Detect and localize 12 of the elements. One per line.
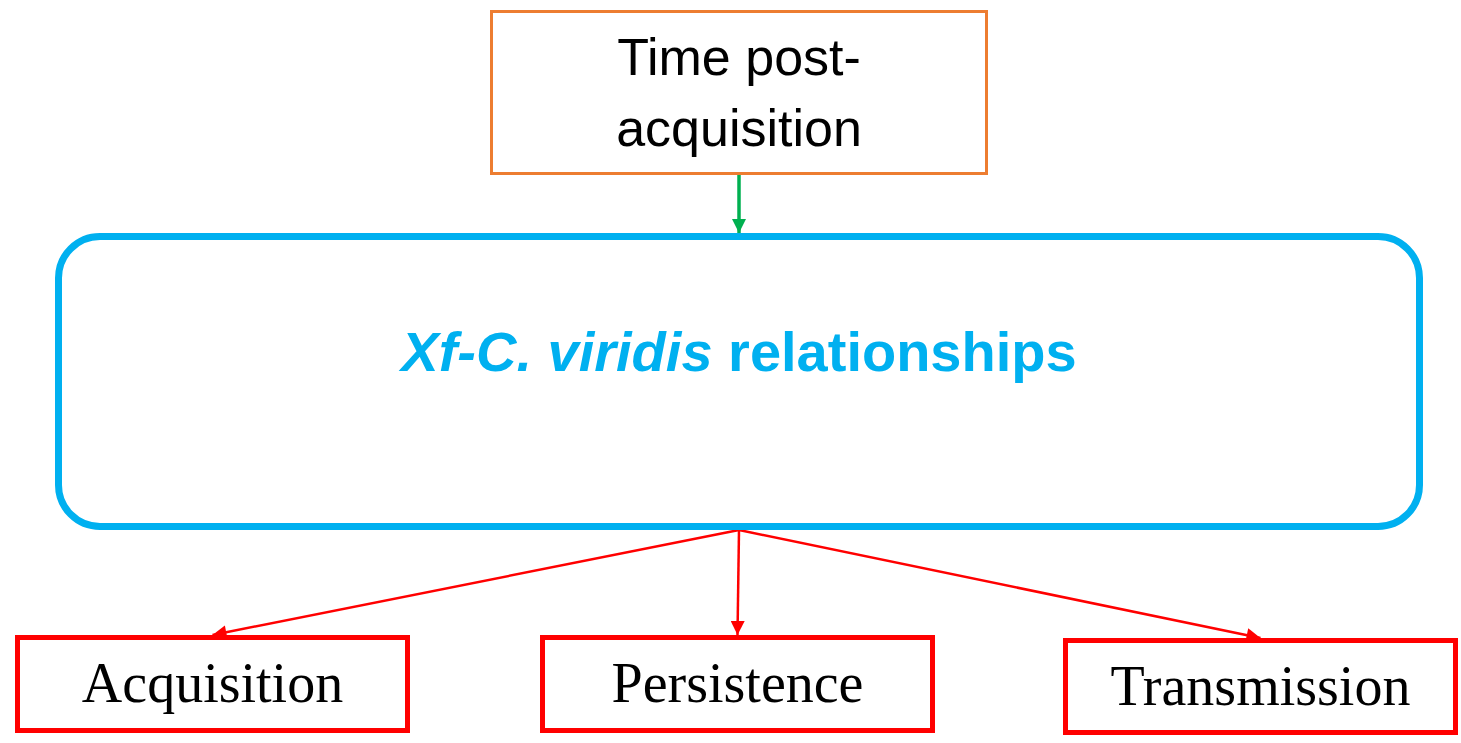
arrow [730, 530, 745, 635]
outcome-box [1063, 638, 1458, 735]
outcome-box [540, 635, 935, 733]
box-label: Transmission [1110, 653, 1411, 719]
box-label: Acquisition [81, 651, 344, 717]
arrow [732, 175, 746, 233]
box-label: Time post- acquisition [615, 27, 863, 159]
box-title: Xf-C. viridis relationships [401, 318, 1077, 385]
box-label: Persistence [611, 651, 864, 717]
outcome-box [15, 635, 410, 733]
process-box [490, 10, 988, 175]
rounded-box [55, 233, 1423, 530]
